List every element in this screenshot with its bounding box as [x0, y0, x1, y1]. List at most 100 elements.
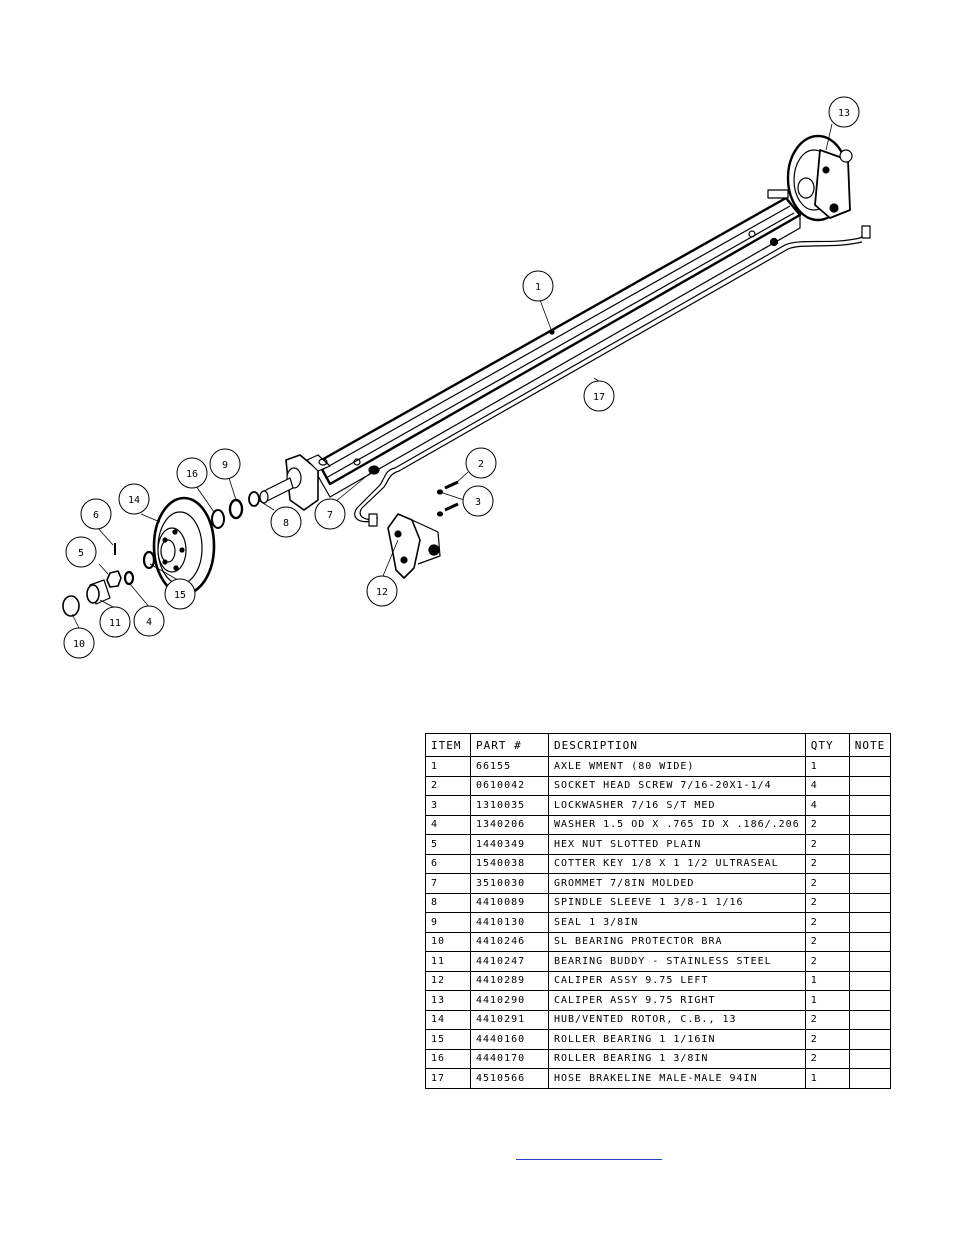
callout-5: 5	[65, 536, 97, 568]
qty-cell: 2	[804, 951, 850, 972]
qty-cell: 4	[804, 775, 850, 796]
svg-text:8: 8	[283, 518, 289, 529]
item-cell: 5	[425, 834, 471, 855]
part-number-cell: 4440170	[470, 1048, 549, 1069]
svg-text:13: 13	[838, 108, 850, 119]
part-number-cell: 3510030	[470, 873, 549, 894]
part-number-cell: 4410290	[470, 990, 549, 1011]
part-number-cell: 4410089	[470, 892, 549, 913]
callout-16: 16	[176, 457, 208, 489]
svg-text:14: 14	[128, 495, 140, 506]
qty-cell: 2	[804, 1029, 850, 1050]
spindle-sleeve	[248, 491, 260, 507]
qty-cell: 2	[804, 834, 850, 855]
item-cell: 4	[425, 814, 471, 835]
svg-text:17: 17	[593, 392, 605, 403]
brake-hose	[354, 225, 871, 527]
qty-cell: 2	[804, 912, 850, 933]
part-number-cell: 1310035	[470, 795, 549, 816]
seal	[228, 498, 244, 520]
part-number-cell: 1340206	[470, 814, 549, 835]
description-cell: SOCKET HEAD SCREW 7/16-20X1-1/4	[548, 775, 806, 796]
note-cell	[848, 775, 892, 796]
leader-lines	[71, 123, 833, 629]
part-number-cell: 4440160	[470, 1029, 549, 1050]
note-cell	[848, 756, 892, 777]
left-caliper	[387, 513, 441, 579]
description-cell: ROLLER BEARING 1 1/16IN	[548, 1029, 806, 1050]
header-description: DESCRIPTION	[548, 733, 806, 757]
description-cell: AXLE WMENT (80 WIDE)	[548, 756, 806, 777]
callout-6: 6	[80, 498, 112, 530]
svg-text:16: 16	[186, 469, 198, 480]
svg-text:2: 2	[478, 459, 484, 470]
svg-text:15: 15	[174, 590, 186, 601]
callout-17: 17	[583, 380, 615, 412]
callout-9: 9	[209, 448, 241, 480]
note-cell	[848, 970, 892, 991]
svg-text:1: 1	[535, 282, 541, 293]
description-cell: BEARING BUDDY - STAINLESS STEEL	[548, 951, 806, 972]
item-cell: 11	[425, 951, 471, 972]
qty-cell: 1	[804, 1068, 850, 1089]
part-number-cell: 1540038	[470, 853, 549, 874]
item-cell: 7	[425, 873, 471, 894]
footer-link[interactable]	[516, 1147, 662, 1160]
item-cell: 1	[425, 756, 471, 777]
callout-12: 12	[366, 575, 398, 607]
description-cell: HOSE BRAKELINE MALE-MALE 94IN	[548, 1068, 806, 1089]
part-number-cell: 1440349	[470, 834, 549, 855]
note-cell	[848, 912, 892, 933]
roller-bearing-16	[211, 509, 225, 529]
caliper-screws	[436, 480, 459, 517]
note-cell	[848, 1048, 892, 1069]
qty-cell: 2	[804, 1009, 850, 1030]
note-cell	[848, 853, 892, 874]
qty-cell: 4	[804, 795, 850, 816]
callout-3: 3	[462, 485, 494, 517]
qty-cell: 2	[804, 814, 850, 835]
note-cell	[848, 892, 892, 913]
description-cell: HEX NUT SLOTTED PLAIN	[548, 834, 806, 855]
roller-bearing-15	[142, 550, 156, 570]
bearing-buddy	[86, 579, 111, 605]
qty-cell: 2	[804, 892, 850, 913]
qty-cell: 1	[804, 990, 850, 1011]
item-cell: 6	[425, 853, 471, 874]
qty-cell: 1	[804, 970, 850, 991]
item-cell: 2	[425, 775, 471, 796]
header-note: NOTE	[848, 733, 892, 757]
note-cell	[848, 814, 892, 835]
note-cell	[848, 1009, 892, 1030]
svg-text:9: 9	[222, 460, 228, 471]
callout-2: 2	[465, 447, 497, 479]
washer	[123, 570, 135, 586]
description-cell: CALIPER ASSY 9.75 LEFT	[548, 970, 806, 991]
exploded-axle-diagram: 1 2 3 4 5 6 7 8 9 10 11 12 13 14 15 16 1…	[62, 96, 871, 659]
qty-cell: 2	[804, 1048, 850, 1069]
callout-13: 13	[828, 96, 860, 128]
description-cell: COTTER KEY 1/8 X 1 1/2 ULTRASEAL	[548, 853, 806, 874]
callout-15: 15	[164, 578, 196, 610]
qty-cell: 1	[804, 756, 850, 777]
part-number-cell: 4410247	[470, 951, 549, 972]
description-cell: GROMMET 7/8IN MOLDED	[548, 873, 806, 894]
item-cell: 12	[425, 970, 471, 991]
axle-tube	[316, 196, 802, 498]
description-cell: WASHER 1.5 OD X .765 ID X .186/.206	[548, 814, 806, 835]
note-cell	[848, 834, 892, 855]
